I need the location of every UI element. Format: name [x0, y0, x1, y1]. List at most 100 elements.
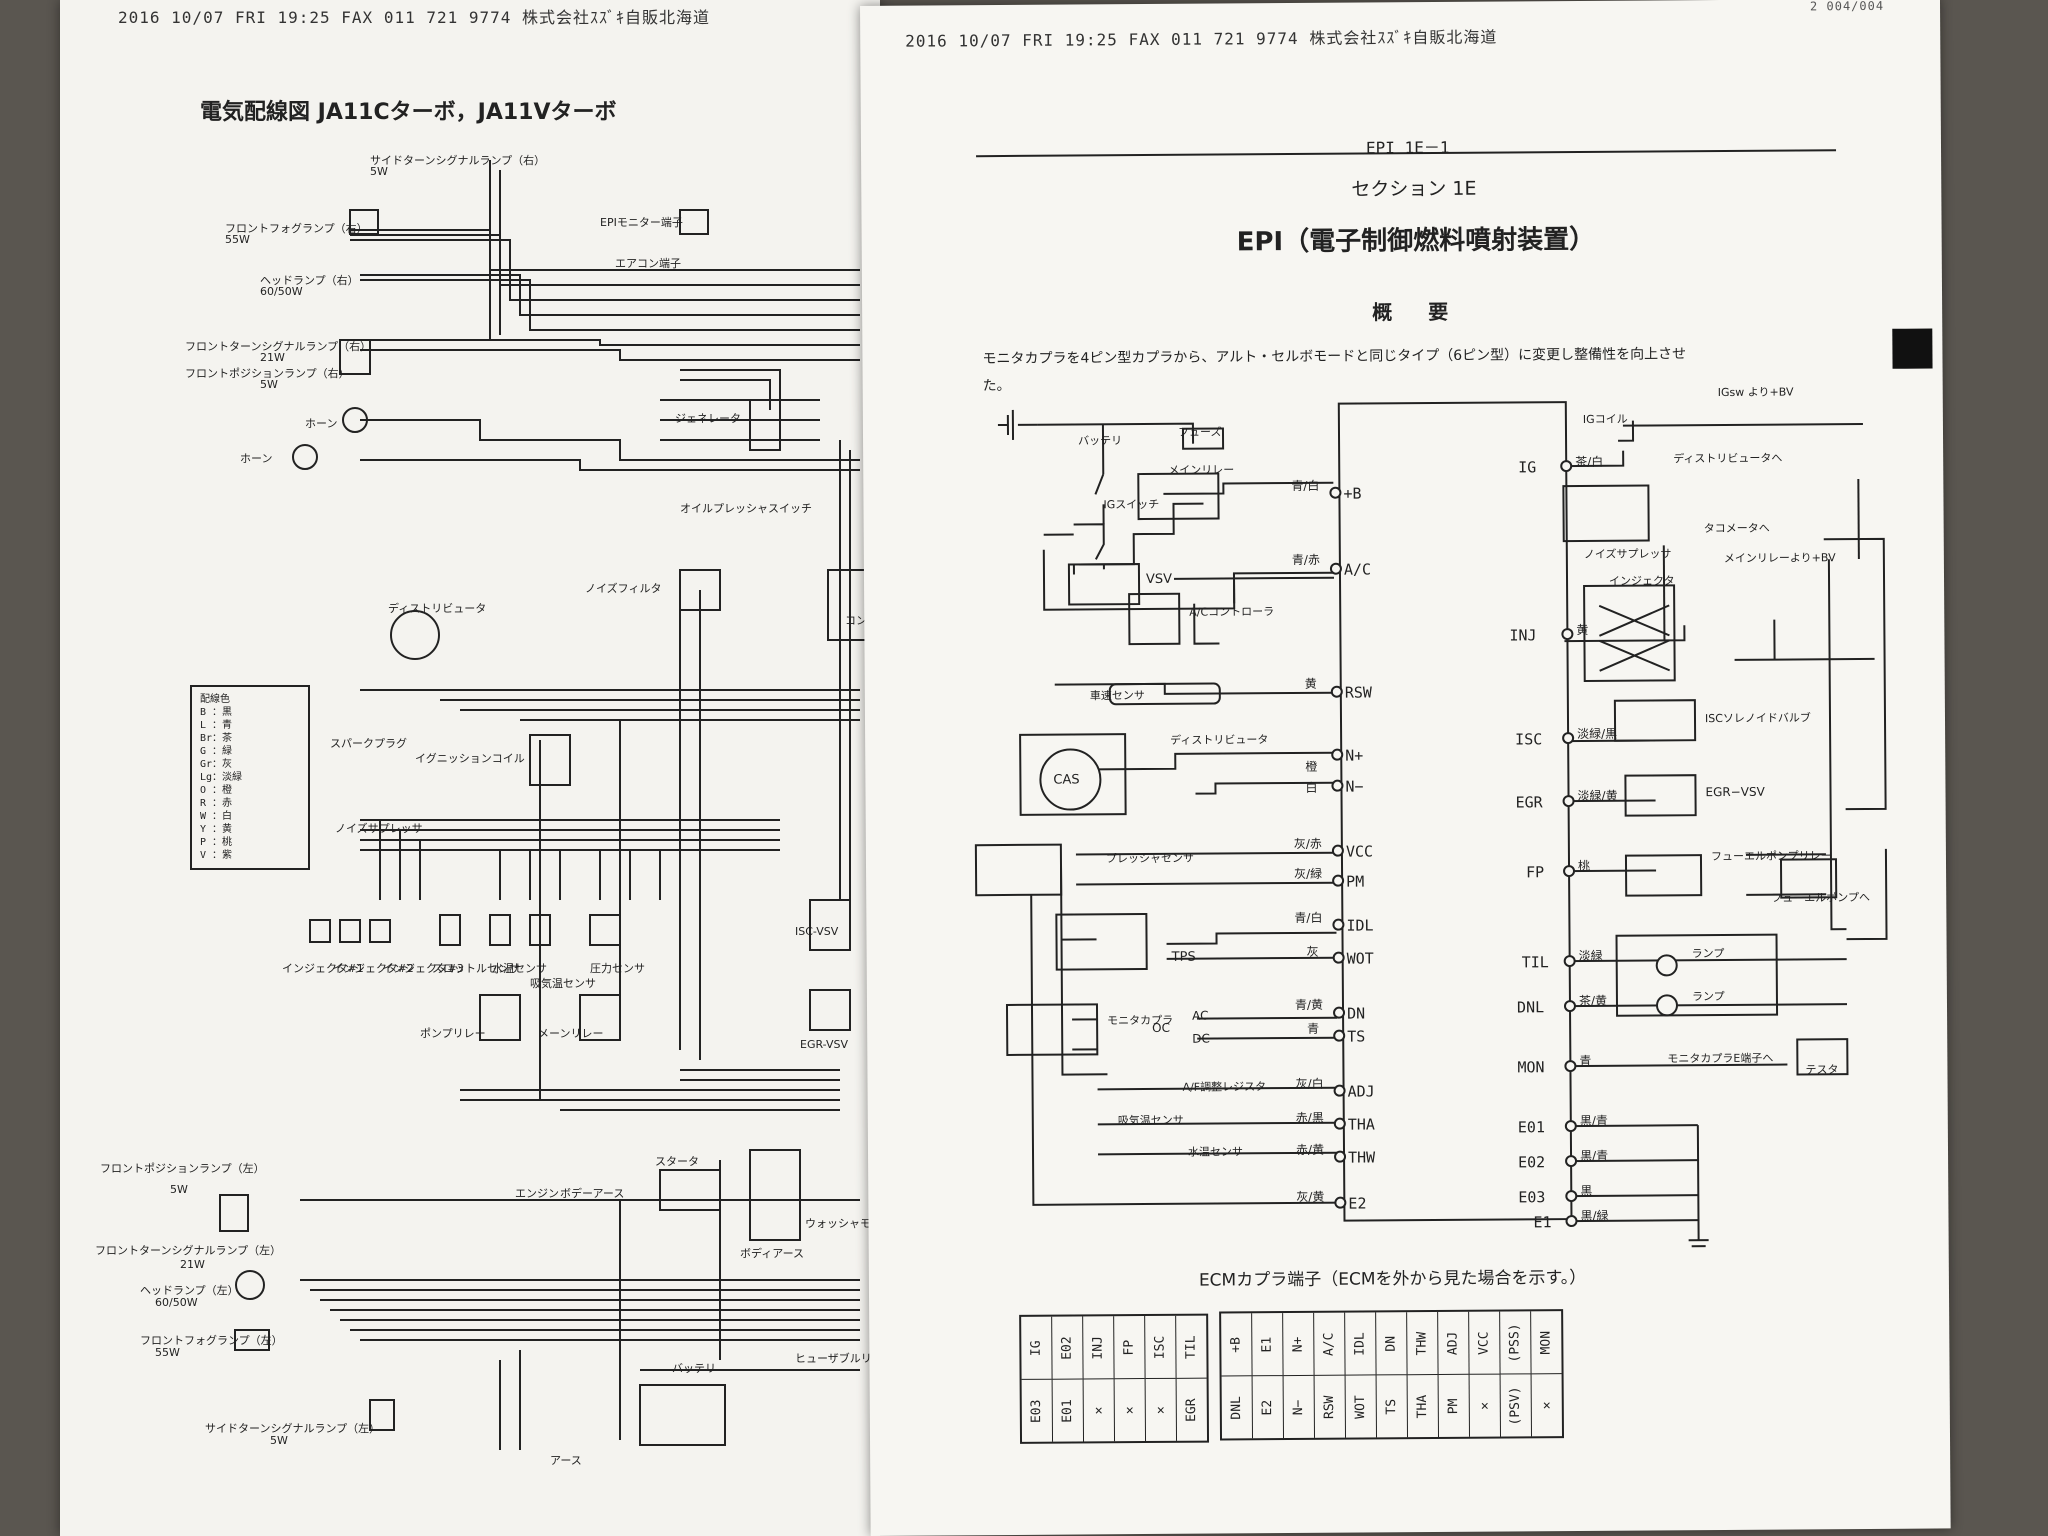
ig-from-label: IGsw より+BV [1717, 385, 1794, 400]
left-label: フロントポジションランプ（左） [100, 1162, 265, 1175]
coupler-column: THW THA [1407, 1311, 1440, 1438]
wire-color: 白 [1305, 780, 1318, 795]
coupler-pin: DNL [1222, 1376, 1252, 1438]
legend-title: 配線色 [200, 694, 230, 705]
fuse-label: フューズ [1177, 425, 1222, 439]
ecm-coupler-title: ECMカプラ端子（ECMを外から見た場合を示す。） [1198, 1267, 1587, 1291]
left-label: インジェクタ#1 [282, 962, 364, 975]
coupler-pin: E03 [1022, 1380, 1052, 1442]
ecm-term: DNL [1516, 998, 1545, 1017]
coupler-pin: ISC [1145, 1315, 1176, 1380]
left-label-sub: 60/50W [155, 1296, 198, 1309]
ecm-term: IDL [1346, 916, 1374, 935]
coupler-column: MON✕ [1531, 1311, 1562, 1436]
left-label: EGR-VSV [800, 1038, 849, 1051]
ecm-term: E03 [1518, 1188, 1546, 1207]
ecm-term: FP [1526, 863, 1545, 882]
wire-color: 淡緑 [1578, 948, 1603, 964]
coupler-pin: (PSS) [1500, 1311, 1531, 1375]
coupler-pin: (PSV) [1501, 1374, 1531, 1436]
left-label: サイドターンシグナルランプ（右） [370, 154, 546, 167]
coupler-pin-label: E2 [1260, 1399, 1276, 1416]
main-relay-label: メインリレー [1168, 463, 1235, 477]
legend-item: O ：橙 [200, 785, 233, 796]
coupler-pin-label: DN [1383, 1335, 1399, 1352]
fax-header-left: 2016 10/07 FRI 19:25 FAX 011 721 9774 株式… [118, 8, 711, 27]
wire-color: 青/白 [1294, 910, 1323, 925]
legend-item: B ：黒 [200, 707, 233, 718]
coupler-pin-label: FP [1121, 1339, 1137, 1356]
left-label: ホーン [240, 452, 273, 465]
coupler-pin-label: VCC [1476, 1330, 1492, 1355]
left-label: ボディアース [740, 1247, 805, 1260]
left-label: フロントフォグランプ（右） [225, 222, 368, 235]
coupler-pin-label: DNL [1229, 1395, 1245, 1420]
tps-label: TPS [1171, 949, 1196, 965]
lamp-label: ランプ [1691, 989, 1725, 1004]
left-label: ヒューザブルリンク [795, 1352, 880, 1365]
ecm-term: TIL [1521, 953, 1549, 972]
left-label: エンジン [515, 1187, 559, 1200]
left-label: ヘッドランプ（右） [260, 274, 359, 287]
wiring-diagram-title: 電気配線図 JA11Cターボ，JA11Vターボ [200, 100, 617, 125]
ecm-term: +B [1343, 484, 1362, 503]
coupler-column: VCC ✕ [1469, 1311, 1502, 1437]
wire-color: 茶/黄 [1578, 993, 1608, 1009]
coupler-pin: ✕ [1480, 1398, 1489, 1414]
monitor-dc-label: DC [1192, 1031, 1210, 1046]
coupler-pin: TS [1377, 1375, 1407, 1437]
right-epi-sheet: 2016 10/07 FRI 19:25 FAX 011 721 9774 株式… [860, 0, 1951, 1536]
ecm-term: INJ [1509, 626, 1537, 645]
left-label-sub: 21W [260, 351, 285, 364]
left-label-sub: 5W [270, 1434, 288, 1447]
coupler-pin: EGR [1177, 1379, 1207, 1441]
coupler-column: ISC ✕ [1145, 1315, 1178, 1442]
to-distributor-label: ディストリビュータへ [1673, 451, 1783, 466]
lamp-label: ランプ [1691, 946, 1725, 961]
left-label: スパークプラグ [330, 737, 407, 750]
wire-color-legend: 配線色 B ：黒 L ：青 Br：茶 G ：緑 Gr：灰 Lg：淡緑 O ：橙 … [190, 685, 310, 870]
left-label: メーンリレー [538, 1027, 604, 1040]
coupler-pin-label: ISC [1152, 1335, 1168, 1359]
coupler-pin-label: IDL [1352, 1331, 1368, 1356]
left-label: インジェクタ#2 [332, 962, 414, 975]
left-label: オイルプレッシャスイッチ [680, 502, 812, 515]
coupler-pin: IDL [1345, 1312, 1376, 1376]
coupler-pin-label: THA [1415, 1394, 1431, 1418]
tester-label: テスタ [1805, 1063, 1839, 1077]
ecm-term: WOT [1346, 949, 1374, 968]
to-fuel-pump-label: フューエルポンプへ [1771, 890, 1870, 905]
from-main-relay-label: メインリレーより+BV [1723, 551, 1836, 565]
left-label-sub: 55W [225, 233, 250, 246]
coupler-pin: N+ [1283, 1312, 1314, 1377]
wire-color: 淡緑/黒 [1577, 726, 1618, 742]
coupler-pin: ✕ [1542, 1397, 1551, 1413]
left-label: ホーン [305, 417, 338, 430]
ecm-term: N− [1345, 777, 1364, 796]
coupler-pin-label: THW [1414, 1331, 1430, 1355]
legend-item: W ：白 [200, 811, 233, 822]
coupler-pin-label: (PSS) [1507, 1322, 1523, 1363]
wire-color: 黒/青 [1579, 1148, 1609, 1164]
ecm-term: THA [1347, 1115, 1375, 1134]
ecm-term: E01 [1517, 1118, 1546, 1137]
coupler-pin: RSW [1315, 1376, 1345, 1438]
coupler-pin: VCC [1469, 1311, 1500, 1375]
left-label: EPIモニター端子 [600, 216, 683, 229]
coupler-column: N+N− [1283, 1312, 1316, 1439]
ecm-term: RSW [1344, 683, 1372, 702]
coupler-pin: ✕ [1125, 1402, 1134, 1418]
wire-color: 淡緑/黄 [1577, 788, 1618, 804]
coupler-pin-label: (PSV) [1508, 1385, 1524, 1426]
coupler-pin: THA [1408, 1375, 1438, 1437]
ecm-term: EGR [1515, 793, 1543, 812]
legend-item: Gr：灰 [200, 759, 233, 770]
coupler-pin: ✕ [1156, 1402, 1165, 1418]
ecm-term: TS [1347, 1027, 1366, 1046]
ecm-term: ISC [1515, 730, 1543, 749]
ig-switch-label: IGスイッチ [1103, 497, 1160, 512]
egr-vsv-label: EGR−VSV [1705, 784, 1765, 800]
